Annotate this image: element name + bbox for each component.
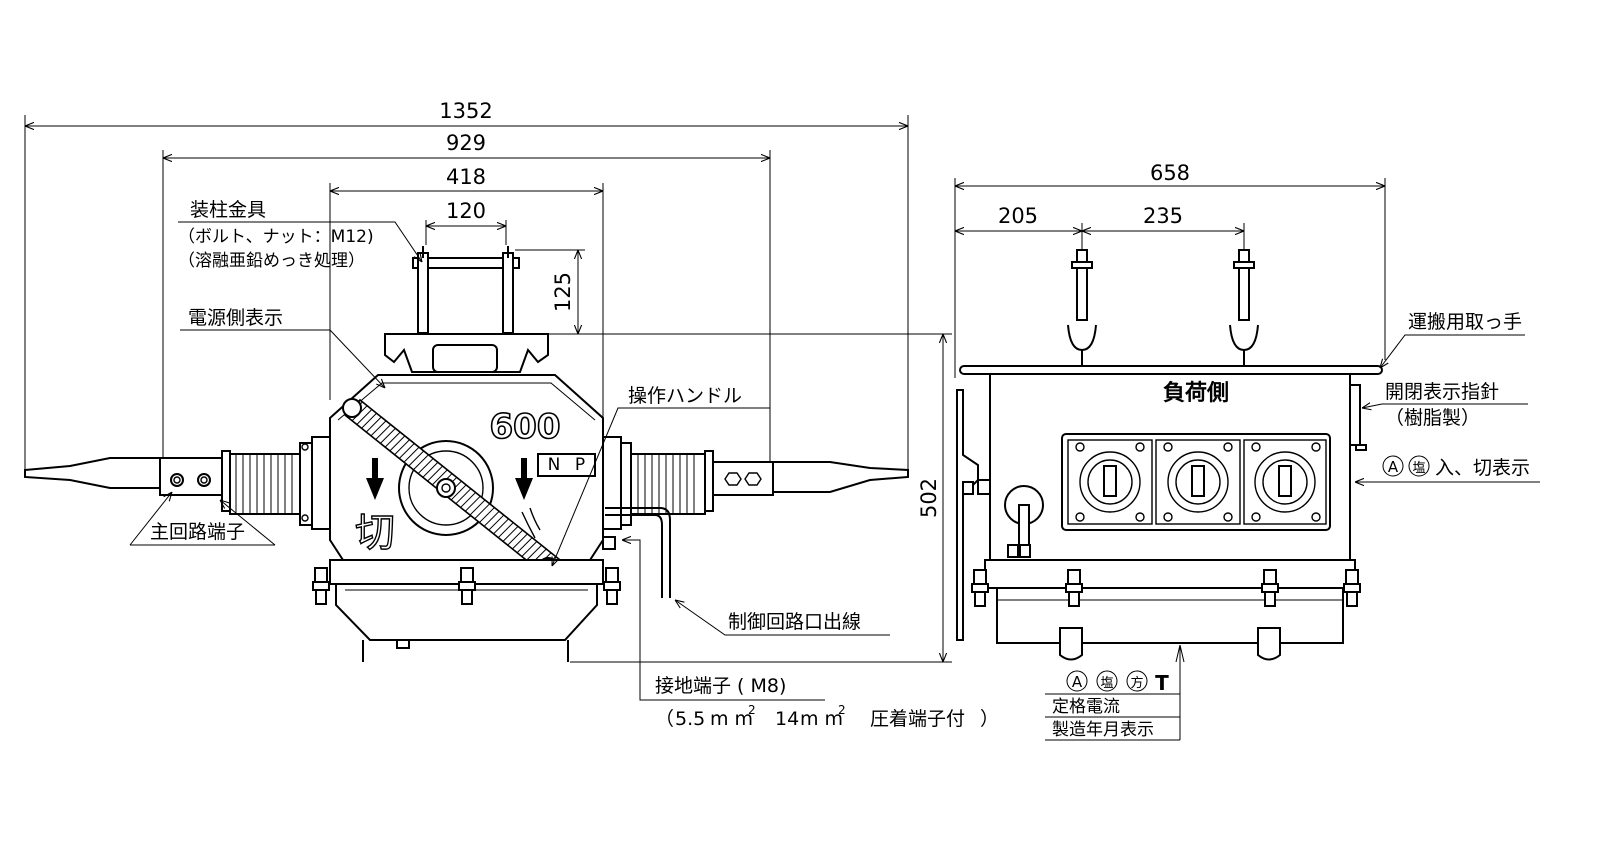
ground-note-b: 14: [775, 708, 799, 730]
right-bushing: [602, 436, 909, 530]
off-mark: 切: [355, 510, 395, 556]
nameplate-callout: A 塩 方 T 定格電流 製造年月表示: [1045, 644, 1185, 741]
ground-note-a: 5.5: [675, 708, 705, 730]
dimension-side-pitch: 205 235: [955, 204, 1245, 262]
ground-note: （ 5.5 m m 2 14 m m 2 圧着端子付 ）: [655, 703, 999, 730]
label-ground-terminal: 接地端子 ( M8): [655, 675, 786, 697]
carry-handle-bar: [959, 365, 1383, 375]
left-bushing: [24, 436, 331, 530]
label-source-side: 電源側表示: [188, 307, 283, 329]
ground-note-sq-b: 2: [838, 703, 846, 717]
label-on-off-display: A 塩 入、切表示: [1382, 455, 1530, 479]
ground-note-unit-b: m m: [800, 708, 843, 730]
side-labels: 運搬用取っ手 開閉表示指針 （樹脂製） A 塩 入、切表示 A 塩 方 T 定格…: [1045, 311, 1540, 741]
dimension-bolt-pitch: 120: [425, 199, 507, 245]
nameplate-mark-a: A: [1072, 673, 1083, 691]
dim-side-pitch-label: 235: [1143, 204, 1183, 228]
dim-bolt-pitch-label: 120: [446, 199, 486, 223]
on-off-prefix: A: [1388, 458, 1399, 476]
label-mounting-bracket-note1: （ボルト、ナット：M12): [178, 227, 374, 247]
side-hanger-bolts: [1067, 249, 1259, 372]
side-mount-plate: [956, 389, 991, 641]
label-indicator: 開閉表示指針: [1385, 381, 1499, 403]
label-operating-handle: 操作ハンドル: [628, 385, 742, 407]
dimension-body: 418: [329, 165, 604, 440]
nameplate-row2: 製造年月表示: [1052, 720, 1154, 740]
on-off-text: 入、切表示: [1435, 457, 1530, 479]
front-labels: 装柱金具 （ボルト、ナット：M12) （溶融亜鉛めっき処理） 電源側表示 操作ハ…: [129, 199, 999, 730]
left-bellows: [229, 453, 301, 515]
front-body: 600 N P 切: [329, 374, 671, 598]
label-mounting-bracket: 装柱金具: [190, 199, 266, 221]
nameplate-row1: 定格電流: [1052, 697, 1120, 717]
dimension-overall: 1352: [24, 99, 909, 470]
side-indicator-panel: [1061, 433, 1331, 531]
dim-side-left-label: 205: [998, 204, 1038, 228]
label-carry-handle: 運搬用取っ手: [1408, 311, 1522, 333]
ground-note-sq-a: 2: [748, 703, 756, 717]
nameplate-np: [537, 453, 596, 477]
front-view: 600 N P 切: [24, 246, 909, 662]
nameplate-mark-c: 方: [1130, 675, 1143, 691]
label-main-terminal: 主回路端子: [150, 521, 245, 543]
front-foot-bolts: [312, 567, 621, 605]
dimension-total-height: 502: [545, 333, 952, 663]
np-p: P: [575, 455, 585, 475]
down-arrow-icon: [366, 458, 384, 500]
down-arrow-icon: [515, 458, 533, 500]
label-mounting-bracket-note2: （溶融亜鉛めっき処理）: [178, 251, 365, 271]
ground-note-unit-a: m m: [710, 708, 753, 730]
label-control-lead: 制御回路口出線: [728, 611, 861, 633]
nameplate-mark-b: 塩: [1100, 676, 1113, 691]
dim-overall-label: 1352: [439, 99, 492, 123]
label-indicator-note: （樹脂製）: [1385, 407, 1480, 429]
mounting-bracket: [384, 246, 549, 373]
dim-total-height-label: 502: [917, 478, 941, 518]
dimension-bracket-height: 125: [515, 249, 585, 335]
dimension-side-width: 658: [954, 161, 1386, 378]
nameplate-mark-d: T: [1155, 671, 1169, 695]
ground-note-open: （: [655, 708, 674, 730]
side-base: [971, 559, 1361, 661]
dim-bracket-height-label: 125: [551, 272, 575, 312]
dim-body-label: 418: [446, 165, 486, 189]
np-n: N: [548, 455, 561, 475]
dimension-bushing: 929: [162, 131, 771, 470]
ground-note-close: ）: [980, 708, 999, 730]
on-off-mark: 塩: [1412, 461, 1425, 476]
load-side-label: 負荷側: [1163, 380, 1229, 406]
front-base: [312, 559, 621, 662]
ground-note-c: 圧着端子付: [870, 708, 965, 730]
side-handle-shaft: [1004, 485, 1044, 558]
rating-label: 600: [490, 407, 561, 447]
dim-side-width-label: 658: [1150, 161, 1190, 185]
side-indicator-pointer: [1349, 384, 1367, 451]
dim-bushing-label: 929: [446, 131, 486, 155]
side-view: 負荷側: [956, 249, 1383, 661]
